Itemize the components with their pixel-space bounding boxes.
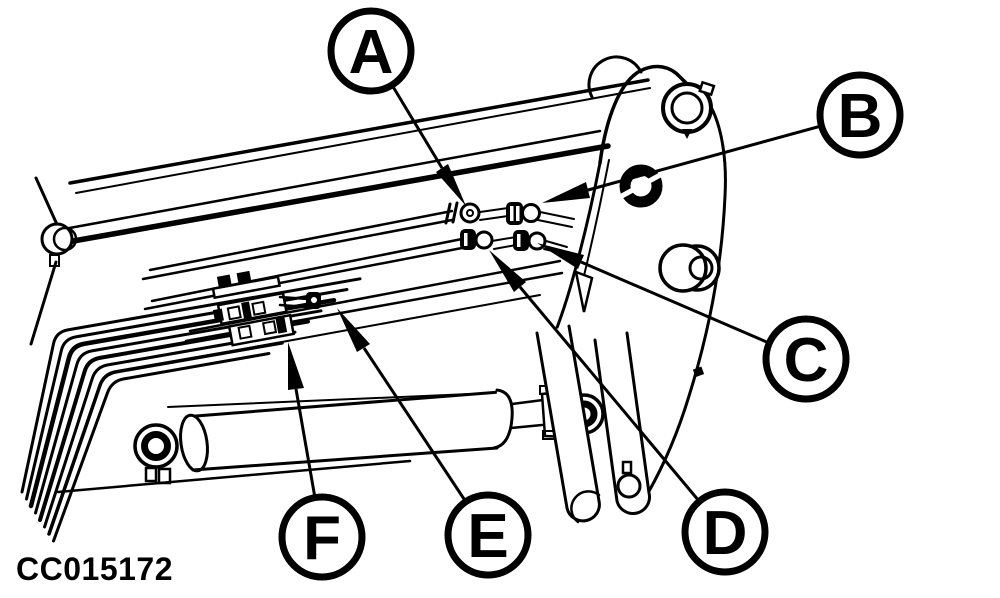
callout-circle	[327, 7, 415, 95]
callout-circle	[444, 491, 532, 579]
trunnion-ring	[133, 423, 179, 485]
clamp-assembly	[211, 270, 296, 347]
leader-arrowhead-icon	[489, 250, 526, 292]
callout-e: E	[337, 308, 532, 579]
fitting-d	[460, 229, 494, 250]
leader-line	[390, 84, 444, 169]
callout-label: D	[703, 499, 748, 568]
leader-line	[587, 124, 822, 192]
leader-line	[518, 286, 701, 502]
figure-code: CC015172	[16, 551, 173, 587]
callout-a: A	[327, 7, 466, 206]
hose-bundle	[20, 277, 362, 543]
leader-arrowhead-icon	[542, 182, 590, 203]
callout-circle	[681, 488, 769, 576]
fitting-c	[513, 230, 547, 251]
leader-line	[294, 388, 317, 499]
leader-arrowhead-icon	[337, 308, 370, 352]
hydraulic-cylinder	[56, 385, 605, 494]
callout-b: B	[542, 71, 904, 203]
leader-arrowhead-icon	[436, 164, 466, 206]
callout-label: E	[467, 502, 508, 571]
callouts: A B C D E F	[278, 7, 904, 581]
link-arm	[535, 324, 651, 524]
callout-circle	[816, 71, 904, 159]
frame-line	[56, 459, 412, 494]
link-pin-hole	[616, 473, 642, 499]
callout-circle	[762, 315, 850, 403]
fitting-b	[506, 202, 541, 225]
leader-arrowhead-icon	[288, 342, 304, 390]
boom-end-cap	[40, 222, 78, 267]
fitting-e	[278, 292, 321, 309]
callout-f: F	[278, 342, 366, 581]
fitting-a	[444, 201, 481, 225]
leader-arrowhead-icon	[537, 243, 584, 269]
callout-label: C	[784, 326, 829, 395]
middle-bushing	[617, 164, 665, 208]
callout-label: B	[838, 82, 883, 151]
callout-d: D	[489, 250, 769, 576]
pin-hole-top	[661, 80, 716, 139]
leader-line	[362, 347, 468, 503]
lower-boss	[658, 243, 721, 293]
arc-tick	[692, 366, 705, 378]
callout-circle	[278, 493, 366, 581]
boom-assembly	[29, 78, 651, 357]
callout-label: A	[349, 18, 394, 87]
leader-line	[580, 260, 770, 345]
callout-c: C	[537, 243, 850, 403]
link-pin	[621, 460, 633, 475]
callout-label: F	[303, 504, 341, 573]
